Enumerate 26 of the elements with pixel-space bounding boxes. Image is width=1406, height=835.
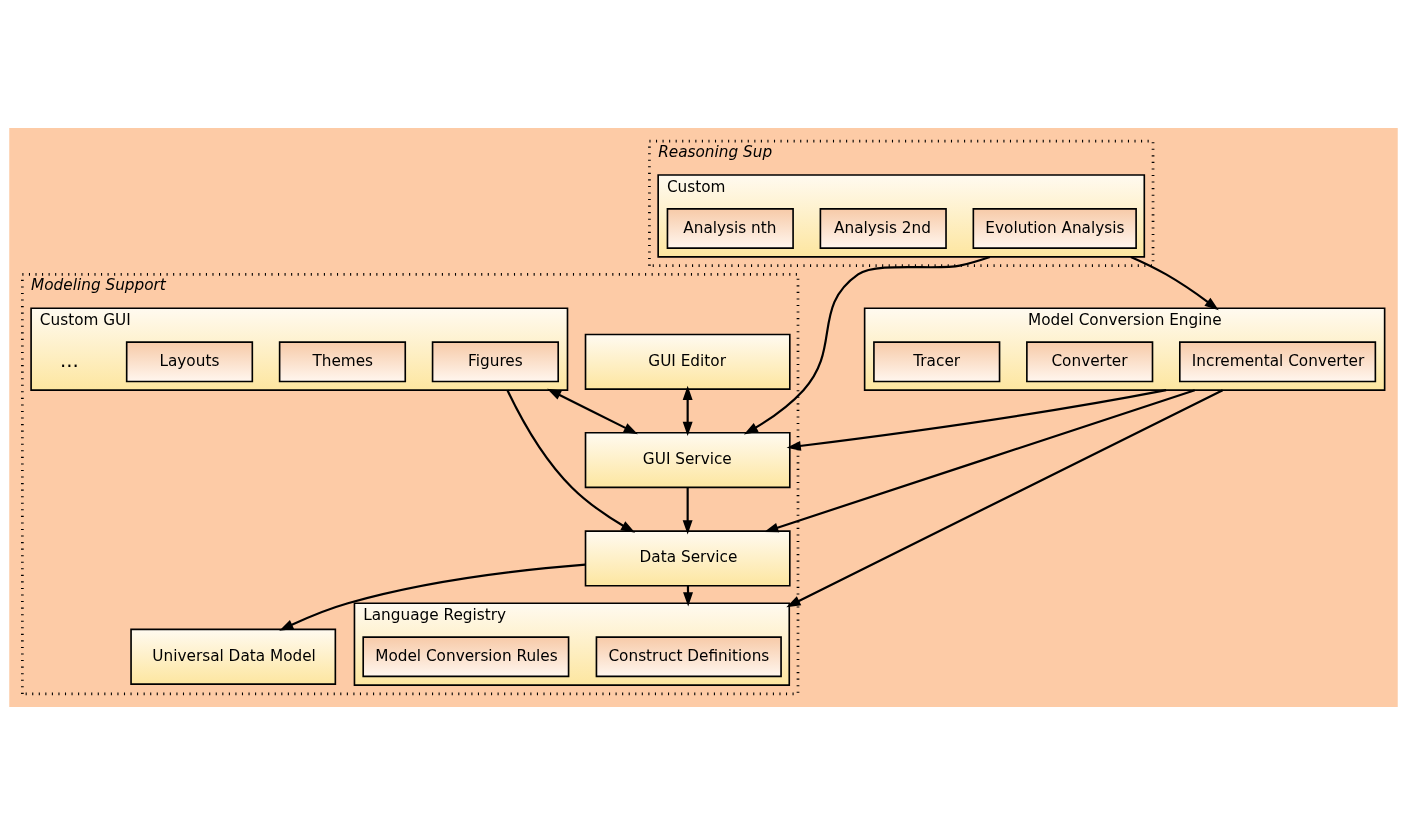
label: ...	[59, 348, 79, 372]
arrow	[505, 389, 635, 533]
arrow	[763, 389, 1195, 533]
node-box: Model Conversion Rules	[361, 636, 569, 678]
node-box: Layouts	[125, 341, 253, 383]
node-box: Figures	[431, 341, 559, 383]
arrow	[682, 385, 693, 437]
node-box: Tracer	[872, 341, 1000, 383]
arrow	[682, 487, 693, 535]
arrow	[785, 389, 1223, 608]
arrow	[743, 255, 990, 435]
node-box: Analysis 2nd	[819, 208, 947, 249]
arrow	[786, 389, 1166, 451]
arrow	[546, 388, 638, 435]
arrow	[278, 563, 585, 631]
node-box: Evolution Analysis	[972, 208, 1137, 249]
node-box: Themes	[278, 341, 406, 383]
node-box: Analysis nth	[666, 208, 794, 249]
node-box: Data Service	[584, 530, 791, 587]
node-box: Universal Data Model	[129, 628, 336, 685]
node-box: Converter	[1025, 341, 1153, 383]
node-box: Incremental Converter	[1178, 341, 1376, 383]
arrow	[1129, 255, 1219, 311]
node-box: GUI Editor	[584, 333, 791, 390]
node-box: GUI Service	[584, 431, 791, 489]
node-box: Construct Definitions	[595, 636, 782, 678]
